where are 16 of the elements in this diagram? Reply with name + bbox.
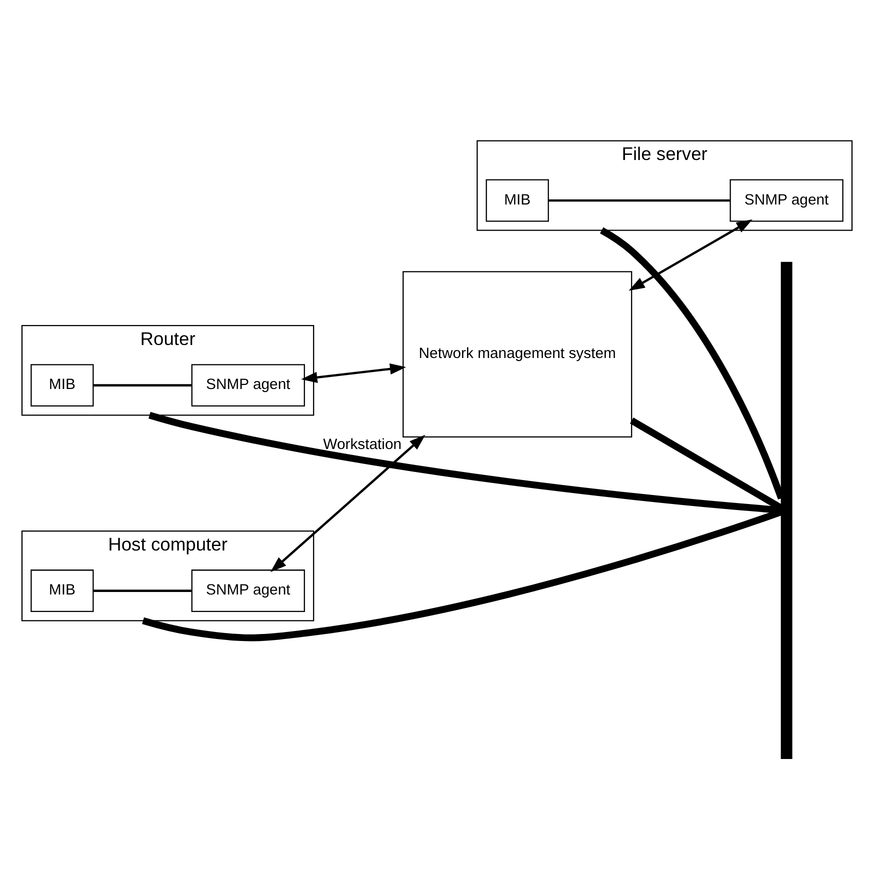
connector: [548, 199, 730, 202]
node-box: SNMP agent: [191, 570, 305, 612]
arrow: [628, 219, 753, 291]
arrow: [301, 363, 406, 384]
node-box: SNMP agent: [730, 179, 844, 222]
node-label: Workstation: [323, 436, 402, 453]
node-bar: [780, 262, 792, 759]
node-box: MIB: [30, 364, 94, 407]
connector: [93, 384, 192, 386]
connector: [93, 590, 192, 592]
node-box: MIB: [30, 570, 94, 612]
connector: [148, 412, 782, 514]
node-box: Network management system: [402, 271, 632, 438]
arrow: [270, 434, 426, 572]
node-box: SNMP agent: [191, 364, 305, 407]
node-box: MIB: [486, 179, 549, 222]
